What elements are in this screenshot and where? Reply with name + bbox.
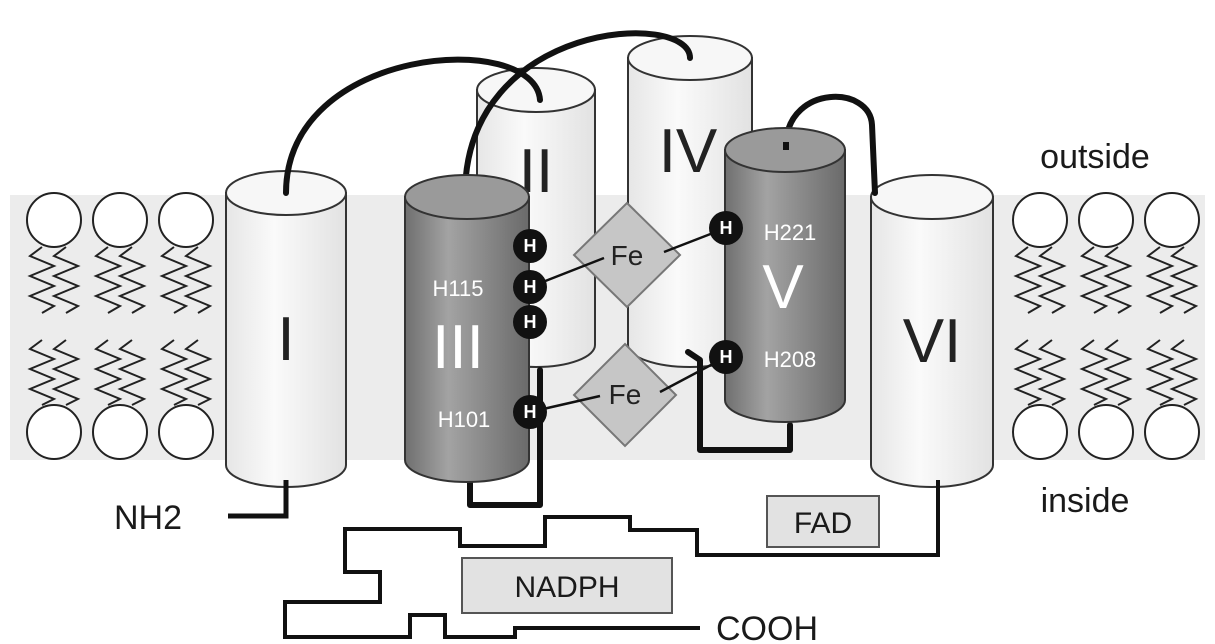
h115-label: H115 xyxy=(433,276,484,301)
helix-iii: III H115 H101 xyxy=(404,174,530,483)
his-marker-h221: H xyxy=(709,211,743,245)
svg-text:H: H xyxy=(524,402,537,422)
his-marker-3: H xyxy=(513,305,547,339)
lipid-bilayer-left xyxy=(26,192,214,460)
fad-label: FAD xyxy=(794,507,852,540)
svg-text:H: H xyxy=(524,312,537,332)
helix-vi-label: VI xyxy=(903,307,962,376)
loops xyxy=(283,30,878,508)
outside-label: outside xyxy=(1040,138,1150,176)
nadph-box: NADPH xyxy=(461,557,673,614)
svg-text:H: H xyxy=(720,218,733,238)
helix-vi: VI xyxy=(870,174,994,488)
nadph-label: NADPH xyxy=(514,571,619,604)
fe-top-label: Fe xyxy=(611,240,644,271)
fe-bottom-label: Fe xyxy=(609,379,642,410)
helix-i-label: I xyxy=(277,305,294,374)
n-terminus-tail xyxy=(228,480,289,519)
lipid-tails-right xyxy=(1013,246,1199,406)
fe-site-top: Fe xyxy=(572,201,682,309)
his-marker-h208: H xyxy=(709,340,743,374)
helix-iii-label: III xyxy=(432,313,484,382)
fe-site-bottom: Fe xyxy=(572,342,678,448)
inside-label: inside xyxy=(1041,482,1130,520)
h101-label: H101 xyxy=(438,407,491,432)
his-marker-h115: H xyxy=(513,270,547,304)
lipid-bilayer-right xyxy=(1012,192,1200,460)
fad-box: FAD xyxy=(766,495,880,548)
h208-label: H208 xyxy=(764,347,817,372)
svg-text:H: H xyxy=(524,236,537,256)
lipid-tails-left xyxy=(27,246,213,406)
helix-v-label: V xyxy=(762,253,804,322)
svg-text:H: H xyxy=(720,347,733,367)
helix-v: V H221 H208 xyxy=(724,127,846,423)
his-marker-h101: H xyxy=(513,395,547,429)
svg-text:H: H xyxy=(524,277,537,297)
nh2-label: NH2 xyxy=(114,499,182,537)
helix-i: I xyxy=(225,170,347,488)
helix-iv-label: IV xyxy=(659,117,718,186)
cooh-label: COOH xyxy=(716,610,818,644)
h221-label: H221 xyxy=(764,220,817,245)
c-terminus-tail xyxy=(283,480,940,639)
his-marker-1: H xyxy=(513,229,547,263)
